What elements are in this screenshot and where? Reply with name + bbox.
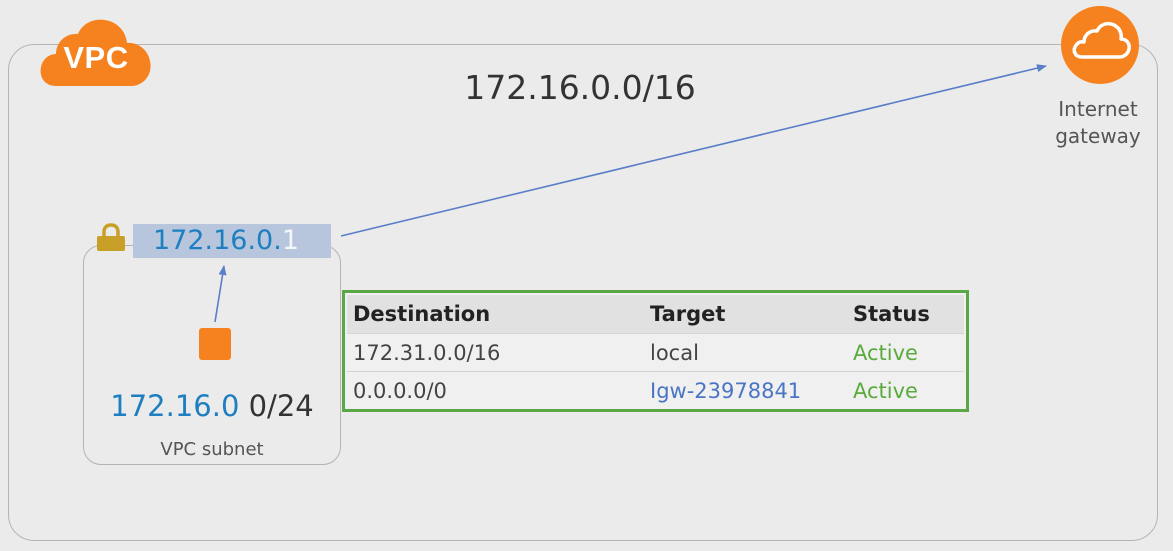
route-destination: 172.31.0.0/16 [353, 341, 501, 365]
table-row: 0.0.0.0/0 Igw-23978841 Active [347, 371, 964, 409]
route-status: Active [853, 379, 918, 403]
header-target: Target [650, 302, 726, 326]
subnet-cidr: 172.16.0 0/24 [90, 386, 334, 426]
vpc-cidr: 172.16.0.0/16 [464, 68, 696, 107]
route-table-header: Destination Target Status [347, 295, 964, 333]
subnet-ip-badge: 172.16.0.1 [133, 224, 331, 258]
internet-gateway-icon [1061, 6, 1139, 84]
ip-host-part: 1 [281, 225, 300, 256]
internet-gateway-label: Internet gateway [1040, 96, 1156, 150]
instance-to-ip-arrow [214, 265, 227, 323]
vpc-label: VPC [63, 40, 129, 75]
route-target-igw-link[interactable]: Igw-23978841 [650, 379, 802, 403]
table-row: 172.31.0.0/16 local Active [347, 333, 964, 371]
ip-network-part: 172.16.0. [153, 225, 282, 256]
route-table: Destination Target Status 172.31.0.0/16 … [342, 290, 969, 412]
vpc-cloud-icon [40, 19, 151, 86]
subnet-label: VPC subnet [160, 439, 264, 460]
lock-icon [97, 223, 125, 251]
internet-gateway-label-line2: gateway [1055, 124, 1141, 148]
header-status: Status [853, 302, 930, 326]
subnet-cidr-network: 172.16.0 [110, 389, 240, 423]
igw-route-arrow [340, 64, 1047, 237]
internet-gateway-label-line1: Internet [1058, 97, 1138, 121]
route-status: Active [853, 341, 918, 365]
route-destination: 0.0.0.0/0 [353, 379, 447, 403]
instance-icon [199, 328, 231, 360]
route-target: local [650, 341, 699, 365]
vpc-boundary [8, 44, 1158, 541]
header-destination: Destination [353, 302, 491, 326]
subnet-cidr-mask: 0/24 [239, 389, 314, 423]
